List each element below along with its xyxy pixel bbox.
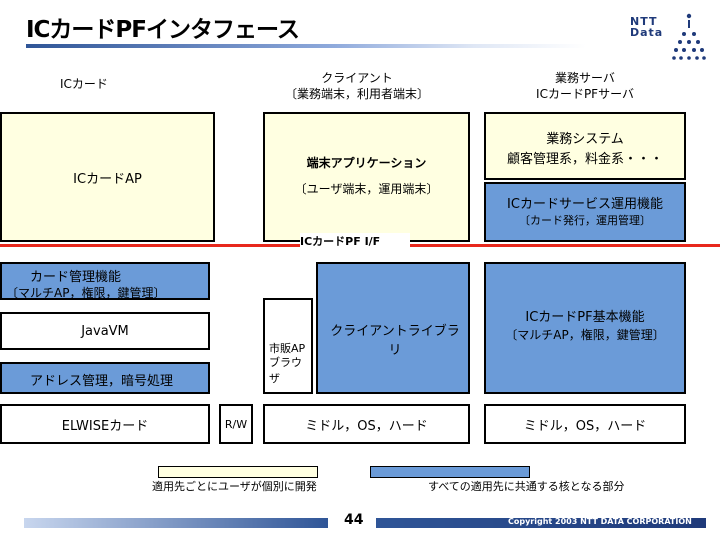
client-middleware-box: ミドル，OS，ハード	[263, 404, 470, 444]
market-browser-box: 市販AP ブラウザ	[263, 298, 313, 394]
ic-card-service-box: ICカードサービス運用機能 〔カード発行，運用管理〕	[484, 182, 686, 242]
pf-basic-function-subtitle: 〔マルチAP，権限，鍵管理〕	[505, 328, 665, 342]
footer-bar-left	[24, 518, 328, 528]
header-client-line2: 〔業務端末，利用者端末〕	[284, 87, 429, 101]
client-middleware-label: ミドル，OS，ハード	[305, 418, 428, 434]
client-library-label: クライアントライブラリ	[330, 324, 460, 358]
client-library-box: クライアントライブラリ	[316, 262, 470, 394]
elwise-card-box: ELWISEカード	[0, 404, 210, 444]
terminal-app-box: 端末アプリケーション 〔ユーザ端末，運用端末〕	[263, 112, 470, 242]
logo-dots-icon	[672, 13, 706, 60]
address-crypto-box: アドレス管理，暗号処理	[0, 362, 210, 394]
browser-label: ブラウザ	[269, 356, 302, 385]
card-management-box: カード管理機能 〔マルチAP，権限，鍵管理〕	[0, 262, 210, 300]
server-middleware-label: ミドル，OS，ハード	[523, 418, 647, 434]
card-management-title: カード管理機能	[30, 270, 122, 285]
interface-label: ICカードPF I/F	[300, 233, 410, 249]
terminal-app-title: 端末アプリケーション	[306, 156, 427, 170]
page-number: 44	[344, 512, 364, 528]
server-middleware-box: ミドル，OS，ハード	[484, 404, 686, 444]
ic-card-ap-box: ICカードAP	[0, 112, 215, 242]
ic-card-service-title: ICカードサービス運用機能	[507, 197, 663, 212]
logo-text-line1: NTT	[630, 15, 658, 28]
business-system-line2: 顧客管理系，料金系・・・	[506, 152, 663, 167]
elwise-card-label: ELWISEカード	[61, 418, 149, 434]
copyright: Copyright 2003 NTT DATA CORPORATION	[508, 517, 692, 526]
page-title: ICカードPFインタフェース	[26, 17, 300, 43]
header-client-line1: クライアント	[321, 71, 393, 85]
legend-yellow-label: 適用先ごとにユーザが個別に開発	[152, 480, 317, 493]
ntt-data-logo: NTT Data	[630, 8, 706, 66]
terminal-app-subtitle: 〔ユーザ端末，運用端末〕	[294, 182, 439, 196]
ic-card-ap-label: ICカードAP	[73, 171, 142, 187]
pf-basic-function-box: ICカードPF基本機能 〔マルチAP，権限，鍵管理〕	[484, 262, 686, 394]
legend-blue-swatch	[370, 466, 530, 478]
header-server: 業務サーバ ICカードPFサーバ	[500, 70, 670, 102]
pf-basic-function-title: ICカードPF基本機能	[525, 310, 645, 325]
ic-card-service-subtitle: 〔カード発行，運用管理〕	[519, 214, 651, 227]
address-crypto-label: アドレス管理，暗号処理	[30, 374, 174, 389]
header-ic-card: ICカード	[60, 77, 108, 91]
header-server-line1: 業務サーバ	[555, 71, 615, 85]
business-system-box: 業務システム 顧客管理系，料金系・・・	[484, 112, 686, 180]
business-system-line1: 業務システム	[546, 132, 624, 147]
footer-bar-right	[376, 518, 706, 528]
reader-writer-box: R/W	[219, 404, 253, 444]
card-management-subtitle: 〔マルチAP，権限，鍵管理〕	[6, 286, 166, 300]
legend-yellow-swatch	[158, 466, 318, 478]
javavm-box: JavaVM	[0, 312, 210, 350]
title-underline	[26, 44, 586, 48]
logo-text-line2: Data	[630, 26, 664, 39]
header-server-line2: ICカードPFサーバ	[536, 87, 634, 101]
header-client: クライアント 〔業務端末，利用者端末〕	[262, 70, 452, 102]
javavm-label: JavaVM	[81, 323, 129, 339]
reader-writer-label: R/W	[224, 417, 248, 431]
logo-text: NTT Data	[630, 16, 663, 38]
market-ap-label: 市販AP	[269, 342, 306, 355]
legend-blue-label: すべての適用先に共通する核となる部分	[428, 480, 625, 493]
